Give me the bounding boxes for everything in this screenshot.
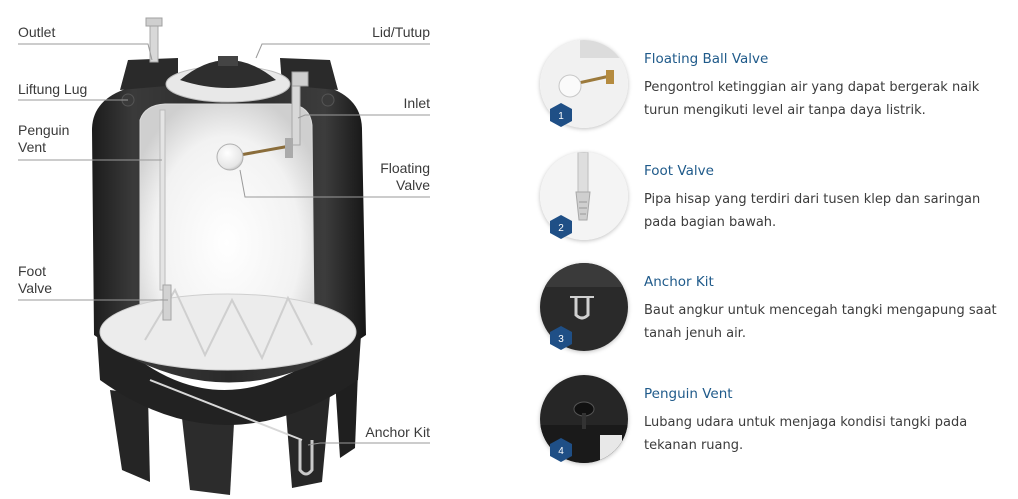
- callout-lifting-lug: Liftung Lug: [18, 81, 88, 97]
- tank-leg: [335, 372, 358, 458]
- feature-anchor-kit: 3 Anchor Kit Baut angkur untuk mencegah …: [540, 263, 1010, 359]
- anchor-cable: [149, 379, 303, 441]
- penguin-vent-pipe: [159, 109, 166, 291]
- callout-inlet: Inlet: [403, 95, 430, 111]
- tank-leg: [110, 390, 150, 482]
- feature-description: Baut angkur untuk mencegah tangki mengap…: [644, 303, 997, 341]
- badge-3-icon: 3: [550, 326, 572, 350]
- feature-description: Pipa hisap yang terdiri dari tusen klep …: [644, 192, 981, 230]
- feature-foot-valve: 2 Foot Valve Pipa hisap yang terdiri dar…: [540, 152, 1010, 248]
- inlet-cap: [291, 71, 309, 87]
- svg-text:3: 3: [558, 334, 564, 345]
- foot-valve: [162, 284, 172, 321]
- callout-floating-valve: Floating Valve: [380, 160, 430, 193]
- feature-floating-ball-valve: 1 Floating Ball Valve Pengontrol ketingg…: [540, 40, 1010, 136]
- outlet-cap: [145, 17, 163, 27]
- tank-lid: [180, 60, 276, 88]
- feature-title: Anchor Kit: [644, 274, 714, 290]
- float-valve-body: [285, 138, 293, 158]
- tank-leg: [285, 395, 330, 488]
- badge-1-icon: 1: [550, 103, 572, 127]
- feature-penguin-vent: 4 Penguin Vent Lubang udara untuk menjag…: [540, 375, 1010, 471]
- feature-title: Foot Valve: [644, 163, 714, 179]
- callout-penguin-vent: Penguin Vent: [18, 122, 70, 155]
- tank-base: [96, 320, 362, 425]
- float-arm: [239, 144, 291, 157]
- svg-text:1: 1: [558, 111, 564, 122]
- feature-title: Floating Ball Valve: [644, 51, 769, 67]
- callout-anchor-kit: Anchor Kit: [365, 424, 430, 440]
- inlet-pipe: [291, 84, 301, 146]
- tank-cutaway-bottom: [99, 293, 357, 371]
- tank-ribs: [144, 287, 313, 361]
- callout-lines: [18, 43, 430, 446]
- callout-outlet: Outlet: [18, 24, 56, 40]
- lifting-lug: [321, 93, 335, 107]
- feature-description: Pengontrol ketinggian air yang dapat ber…: [644, 80, 980, 118]
- badge-2-icon: 2: [550, 215, 572, 239]
- water-tank-illustration: [18, 17, 430, 495]
- anchor-kit: [298, 440, 314, 476]
- feature-description: Lubang udara untuk menjaga kondisi tangk…: [644, 415, 968, 453]
- callout-foot-valve: Foot Valve: [18, 263, 52, 296]
- svg-text:4: 4: [558, 446, 564, 457]
- float-ball: [216, 143, 244, 171]
- svg-text:2: 2: [558, 223, 564, 234]
- feature-title: Penguin Vent: [644, 386, 733, 402]
- tank-shoulder: [120, 58, 178, 90]
- callout-lid: Lid/Tutup: [372, 24, 430, 40]
- tank-lid-cap: [218, 56, 238, 66]
- badge-4-icon: 4: [550, 438, 572, 462]
